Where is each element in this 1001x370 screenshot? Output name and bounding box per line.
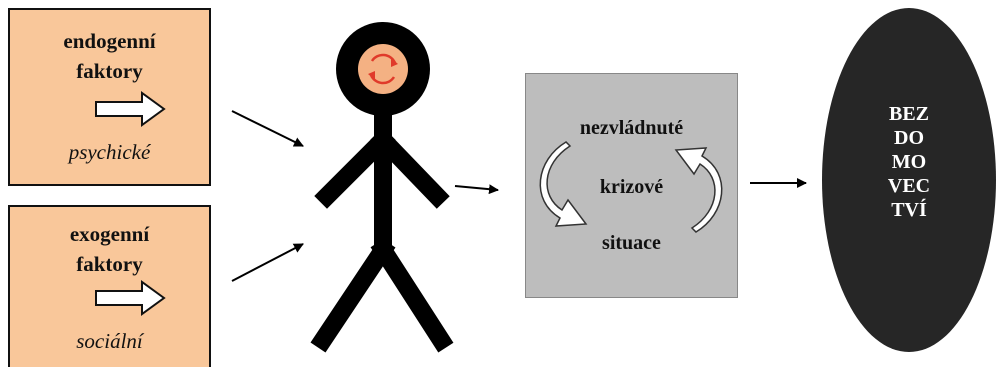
homelessness-line5: TVÍ <box>891 199 927 221</box>
arrow-person-to-crisis <box>454 184 499 195</box>
arrow-endogenous-to-person <box>231 110 304 147</box>
homelessness-oval: BEZ DO MO VEC TVÍ <box>822 8 996 352</box>
endogenous-factors-box: endogenní faktory psychické <box>8 8 211 186</box>
endogenous-title-line2: faktory <box>76 59 143 83</box>
arrow-exogenous-to-person <box>231 243 304 282</box>
right-arrow-outline-icon <box>95 91 166 127</box>
endogenous-subtitle: psychické <box>68 140 151 164</box>
person-left-arm <box>314 127 396 209</box>
crisis-line1: nezvládnuté <box>579 117 684 139</box>
exogenous-title: exogenní faktory <box>10 219 209 279</box>
crisis-situations-box: nezvládnuté krizové situace <box>525 73 738 298</box>
stick-figure <box>310 22 454 353</box>
right-arrow-outline-icon <box>95 280 166 316</box>
person-right-leg <box>370 237 454 353</box>
homelessness-line2: DO <box>894 127 924 149</box>
person-right-arm <box>370 127 450 209</box>
person-left-leg <box>310 237 396 353</box>
exogenous-title-line2: faktory <box>76 252 143 276</box>
exogenous-factors-box: exogenní faktory sociální <box>8 205 211 367</box>
homelessness-line1: BEZ <box>888 103 930 125</box>
exogenous-title-line1: exogenní <box>69 222 150 246</box>
homelessness-line3: MO <box>891 151 927 173</box>
crisis-line2: krizové <box>599 176 664 198</box>
person-head-center <box>358 44 408 94</box>
endogenous-title: endogenní faktory <box>10 26 209 86</box>
cycle-arrows-icon <box>368 53 398 85</box>
curved-arrow-icon <box>539 141 723 233</box>
crisis-line3: situace <box>602 232 661 254</box>
endogenous-title-line1: endogenní <box>63 29 156 53</box>
homelessness-line4: VEC <box>887 175 931 197</box>
homelessness-label: BEZ DO MO VEC TVÍ <box>822 102 996 222</box>
exogenous-subtitle: sociální <box>76 329 143 353</box>
